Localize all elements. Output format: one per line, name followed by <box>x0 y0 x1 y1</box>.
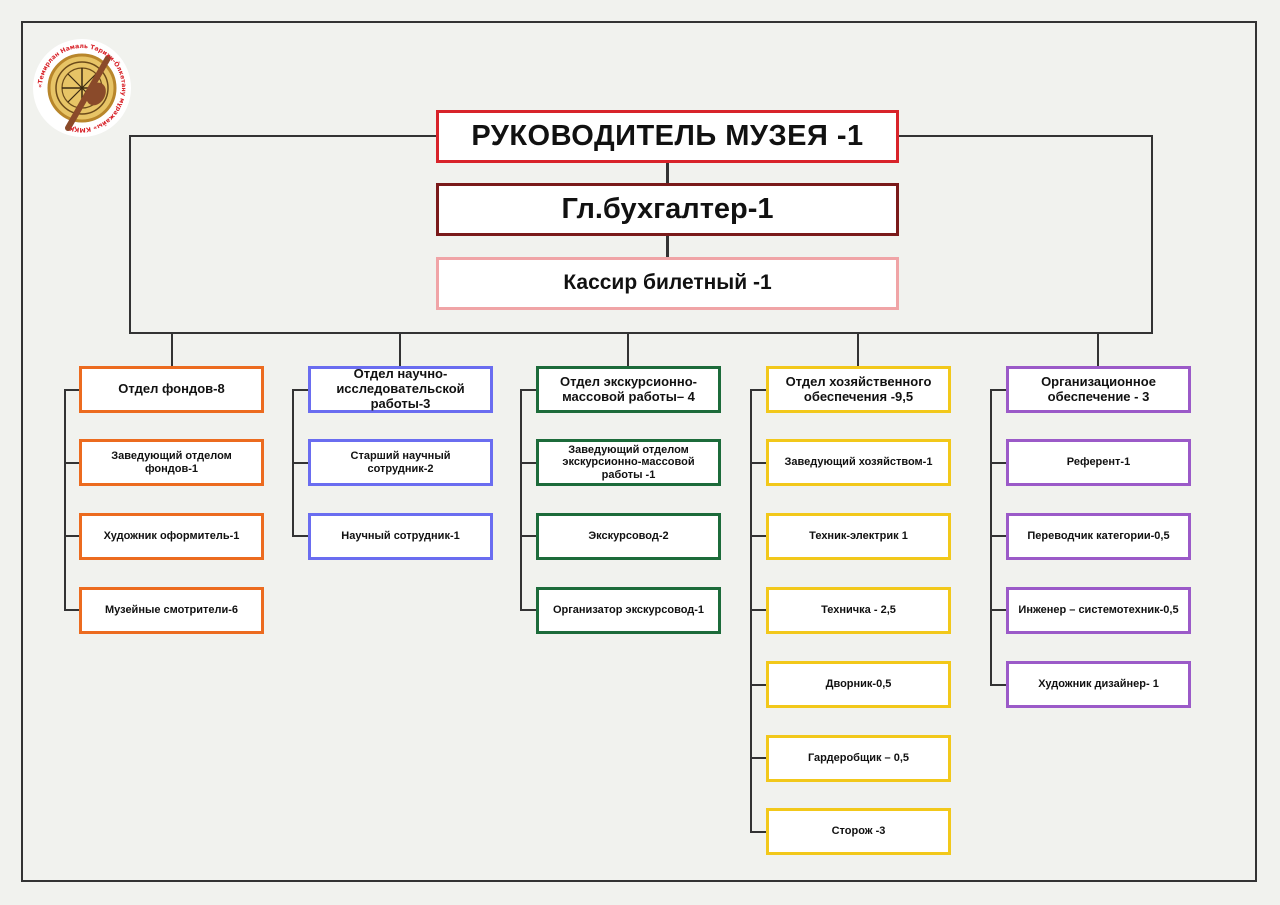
department-maintenance: Отдел хозяйственного обеспечения -9,5 <box>766 366 951 413</box>
position-box: Заведующий отделом фондов-1 <box>79 439 264 486</box>
museum-director-box: РУКОВОДИТЕЛЬ МУЗЕЯ -1 <box>436 110 899 163</box>
position-label: Инженер – системотехник-0,5 <box>1018 604 1179 617</box>
position-label: Художник оформитель-1 <box>103 530 240 543</box>
connector-line <box>64 535 79 537</box>
position-label: Музейные смотрители-6 <box>104 604 238 617</box>
connector-line <box>171 333 173 366</box>
position-label: Научный сотрудник-1 <box>341 530 460 543</box>
connector-line <box>1151 135 1153 333</box>
position-label: Организатор экскурсовод-1 <box>552 604 705 617</box>
position-box: Экскурсовод-2 <box>536 513 721 560</box>
department-title: Отдел экскурсионно-массовой работы– 4 <box>559 373 698 404</box>
connector-line <box>750 684 766 686</box>
department-title: Отдел хозяйственного обеспечения -9,5 <box>785 373 932 404</box>
connector-line <box>750 609 766 611</box>
position-label: Экскурсовод-2 <box>588 530 669 543</box>
department-funds: Отдел фондов-8 <box>79 366 264 413</box>
position-label: Гардеробщик – 0,5 <box>807 752 910 765</box>
connector-line <box>857 333 859 366</box>
connector-line <box>64 389 66 610</box>
position-label: Сторож -3 <box>831 825 886 838</box>
position-box: Художник оформитель-1 <box>79 513 264 560</box>
connector-line <box>990 389 992 686</box>
position-label: Техничка - 2,5 <box>821 604 896 617</box>
department-research: Отдел научно-исследовательской работы-3 <box>308 366 493 413</box>
cashier-box: Кассир билетный -1 <box>436 257 899 310</box>
connector-line <box>990 609 1006 611</box>
position-label: Дворник-0,5 <box>825 678 892 691</box>
page-frame <box>21 21 1257 882</box>
position-box: Референт-1 <box>1006 439 1191 486</box>
connector-line <box>990 684 1006 686</box>
connector-line <box>990 535 1006 537</box>
connector-line <box>990 389 1006 391</box>
connector-line <box>64 462 79 464</box>
position-label: Старший научный сотрудник-2 <box>350 449 451 475</box>
position-box: Сторож -3 <box>766 808 951 855</box>
connector-line <box>750 757 766 759</box>
connector-line <box>750 535 766 537</box>
position-label: Референт-1 <box>1066 456 1131 469</box>
position-box: Старший научный сотрудник-2 <box>308 439 493 486</box>
position-label: Заведующий отделом экскурсионно-массовой… <box>562 443 695 481</box>
connector-line <box>898 135 1153 137</box>
museum-logo: «Темирлан Намаль Тарихи-Ӧлкетану мұражай… <box>30 36 134 140</box>
connector-line <box>292 462 308 464</box>
position-label: Художник дизайнер- 1 <box>1038 678 1159 691</box>
connector-line <box>129 332 1153 334</box>
position-box: Организатор экскурсовод-1 <box>536 587 721 634</box>
department-organization: Организационное обеспечение - 3 <box>1006 366 1191 413</box>
position-label: Заведующий хозяйством-1 <box>784 456 933 469</box>
connector-line <box>129 135 131 333</box>
position-box: Научный сотрудник-1 <box>308 513 493 560</box>
connector-line <box>520 609 536 611</box>
department-title: Отдел фондов-8 <box>118 381 225 397</box>
connector-line <box>292 389 308 391</box>
connector-line <box>750 389 766 391</box>
chief-accountant-label: Гл.бухгалтер-1 <box>561 192 774 225</box>
connector-line <box>627 333 629 366</box>
connector-line <box>64 389 79 391</box>
position-box: Музейные смотрители-6 <box>79 587 264 634</box>
connector-line <box>399 333 401 366</box>
position-box: Художник дизайнер- 1 <box>1006 661 1191 708</box>
connector-line <box>129 135 437 137</box>
connector-line <box>990 462 1006 464</box>
position-label: Заведующий отделом фондов-1 <box>111 449 232 475</box>
position-box: Гардеробщик – 0,5 <box>766 735 951 782</box>
connector-line <box>666 163 669 183</box>
connector-line <box>750 831 766 833</box>
connector-line <box>64 609 79 611</box>
connector-line <box>750 462 766 464</box>
connector-line <box>520 389 522 610</box>
connector-line <box>520 535 536 537</box>
connector-line <box>520 389 536 391</box>
department-title: Организационное обеспечение - 3 <box>1041 373 1156 404</box>
position-box: Инженер – системотехник-0,5 <box>1006 587 1191 634</box>
connector-line <box>520 462 536 464</box>
cashier-label: Кассир билетный -1 <box>563 271 772 295</box>
position-box: Техничка - 2,5 <box>766 587 951 634</box>
chief-accountant-box: Гл.бухгалтер-1 <box>436 183 899 236</box>
position-box: Заведующий хозяйством-1 <box>766 439 951 486</box>
position-box: Переводчик категории-0,5 <box>1006 513 1191 560</box>
department-title: Отдел научно-исследовательской работы-3 <box>336 366 465 411</box>
museum-director-label: РУКОВОДИТЕЛЬ МУЗЕЯ -1 <box>471 119 864 152</box>
connector-line <box>292 535 308 537</box>
connector-line <box>666 236 669 257</box>
position-box: Заведующий отделом экскурсионно-массовой… <box>536 439 721 486</box>
position-box: Техник-электрик 1 <box>766 513 951 560</box>
position-box: Дворник-0,5 <box>766 661 951 708</box>
position-label: Техник-электрик 1 <box>809 530 908 543</box>
connector-line <box>1097 333 1099 366</box>
department-excursion: Отдел экскурсионно-массовой работы– 4 <box>536 366 721 413</box>
position-label: Переводчик категории-0,5 <box>1027 530 1170 543</box>
